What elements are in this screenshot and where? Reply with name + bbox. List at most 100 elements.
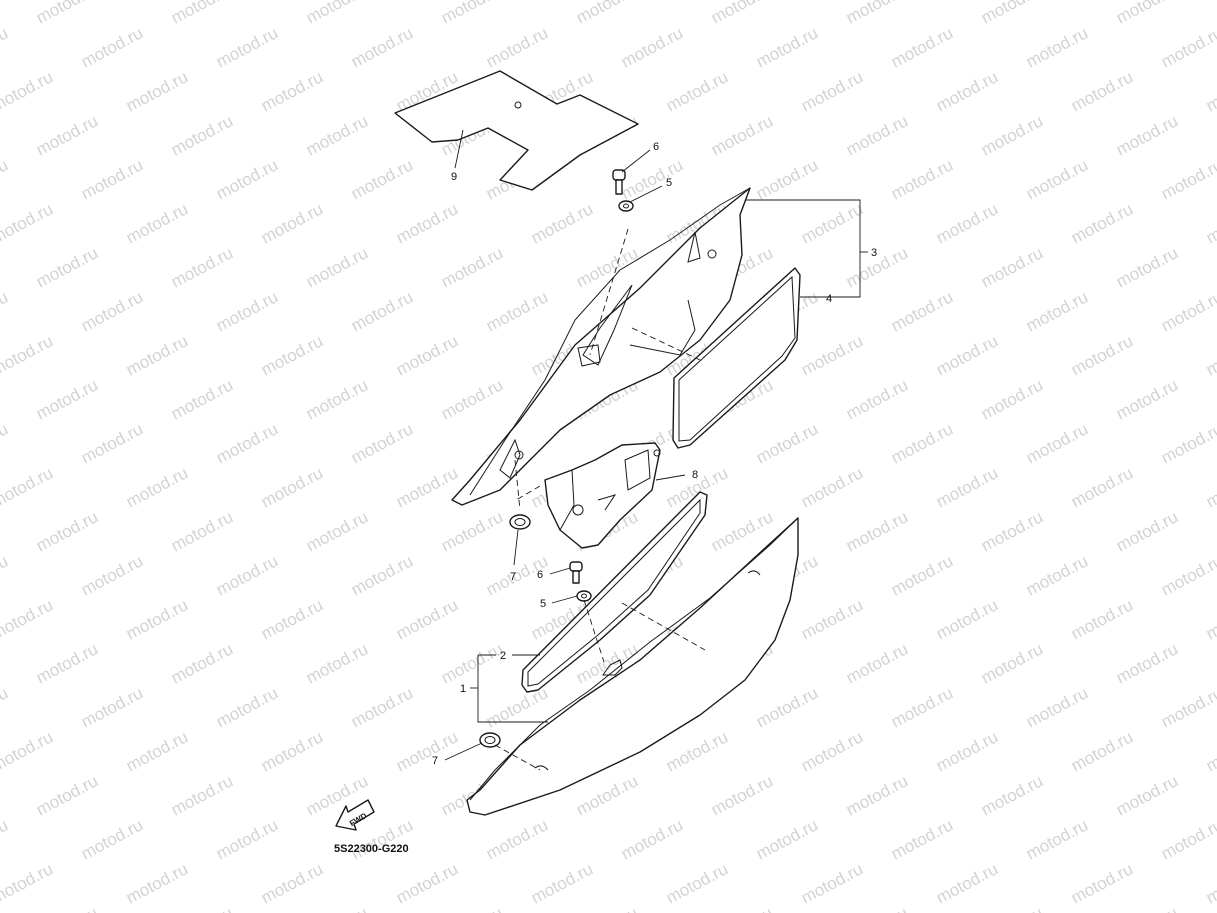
part-3-upper-side-cover[interactable] [451, 187, 751, 506]
watermark-text: motod.ru [978, 375, 1046, 423]
watermark-text: motod.ru [1158, 23, 1217, 71]
watermark-text: motod.ru [258, 331, 326, 379]
watermark-text: motod.ru [1113, 639, 1181, 687]
watermark-text: motod.ru [213, 23, 281, 71]
watermark-text: motod.ru [168, 507, 236, 555]
watermark-text: motod.ru [168, 903, 236, 913]
watermark-text: motod.ru [798, 199, 866, 247]
watermark-text: motod.ru [1203, 67, 1217, 115]
watermark-text: motod.ru [0, 331, 56, 379]
watermark-text: motod.ru [1023, 155, 1091, 203]
watermark-text: motod.ru [1068, 67, 1136, 115]
watermark-text: motod.ru [0, 23, 11, 71]
watermark-text: motod.ru [303, 111, 371, 159]
watermark-text: motod.ru [393, 859, 461, 907]
watermark-text: motod.ru [618, 23, 686, 71]
part-8-bracket[interactable] [544, 442, 661, 549]
watermark-text: motod.ru [978, 0, 1046, 28]
watermark-text: motod.ru [33, 243, 101, 291]
watermark-text: motod.ru [0, 683, 11, 731]
watermark-text: motod.ru [933, 331, 1001, 379]
watermark-text: motod.ru [393, 727, 461, 775]
watermark-text: motod.ru [1203, 595, 1217, 643]
watermark-text: motod.ru [393, 199, 461, 247]
watermark-text: motod.ru [78, 287, 146, 335]
watermark-text: motod.ru [888, 23, 956, 71]
watermark-text: motod.ru [0, 419, 11, 467]
watermark-text: motod.ru [348, 683, 416, 731]
leader-lines [444, 129, 868, 761]
part-5-washer-upper[interactable] [618, 200, 634, 212]
watermark-text: motod.ru [213, 419, 281, 467]
watermark-text: motod.ru [1113, 771, 1181, 819]
watermark-text: motod.ru [348, 23, 416, 71]
watermark-text: motod.ru [753, 155, 821, 203]
watermark-text: motod.ru [168, 0, 236, 28]
callout-3: 3 [871, 247, 877, 259]
callout-4: 4 [826, 293, 832, 305]
callout-6-upper: 6 [653, 141, 659, 153]
callout-2: 2 [500, 650, 506, 662]
watermark-text: motod.ru [258, 859, 326, 907]
watermark-text: motod.ru [1068, 331, 1136, 379]
watermark-text: motod.ru [78, 23, 146, 71]
part-9-sheet[interactable] [394, 70, 639, 191]
watermark-text: motod.ru [843, 507, 911, 555]
watermark-text: motod.ru [1203, 727, 1217, 775]
watermark-text: motod.ru [213, 683, 281, 731]
watermark-text: motod.ru [33, 375, 101, 423]
watermark-text: motod.ru [303, 243, 371, 291]
watermark-text: motod.ru [33, 639, 101, 687]
watermark-text: motod.ru [213, 815, 281, 863]
watermark-text: motod.ru [258, 199, 326, 247]
watermark-text: motod.ru [1113, 243, 1181, 291]
watermark-text: motod.ru [1023, 419, 1091, 467]
watermark-text: motod.ru [168, 111, 236, 159]
watermark-text: motod.ru [1158, 815, 1217, 863]
watermark-text: motod.ru [753, 23, 821, 71]
watermark-text: motod.ru [1023, 551, 1091, 599]
watermark-text: motod.ru [753, 815, 821, 863]
watermark-text: motod.ru [78, 155, 146, 203]
watermark-text: motod.ru [168, 771, 236, 819]
watermark-text: motod.ru [1158, 419, 1217, 467]
part-1-lower-side-cover[interactable] [466, 517, 799, 816]
callout-7-lower: 7 [432, 755, 438, 767]
callouts: 9 6 5 3 4 8 7 6 5 2 1 7 [432, 141, 877, 767]
watermark-text: motod.ru [798, 859, 866, 907]
part-6-screw-lower[interactable] [569, 561, 583, 584]
watermark-text: motod.ru [438, 243, 506, 291]
watermark-text: motod.ru [933, 859, 1001, 907]
watermark-text: motod.ru [438, 507, 506, 555]
watermark-text: motod.ru [708, 771, 776, 819]
part-7-grommet-lower[interactable] [479, 732, 501, 748]
alignment-lines [494, 228, 706, 771]
watermark-text: motod.ru [708, 903, 776, 913]
watermark-text: motod.ru [213, 287, 281, 335]
part-5-washer-lower[interactable] [576, 590, 592, 602]
watermark-text: motod.ru [258, 67, 326, 115]
part-2-lower-panel[interactable] [521, 491, 708, 693]
watermark-text: motod.ru [1113, 375, 1181, 423]
watermark-text: motod.ru [213, 155, 281, 203]
watermark-text: motod.ru [438, 0, 506, 28]
watermark-text: motod.ru [618, 815, 686, 863]
part-6-screw-upper[interactable] [612, 169, 626, 195]
watermark-text: motod.ru [1158, 287, 1217, 335]
callout-1: 1 [460, 683, 466, 695]
watermark-text: motod.ru [933, 199, 1001, 247]
part-7-grommet-upper[interactable] [509, 514, 531, 530]
watermark-text: motod.ru [0, 595, 56, 643]
watermark-text: motod.ru [168, 639, 236, 687]
watermark-text: motod.ru [1203, 331, 1217, 379]
callout-5-lower: 5 [540, 598, 546, 610]
watermark-text: motod.ru [1113, 903, 1181, 913]
watermark-text: motod.ru [978, 639, 1046, 687]
part-4-panel[interactable] [672, 267, 801, 449]
watermark-text: motod.ru [123, 859, 191, 907]
watermark-text: motod.ru [933, 463, 1001, 511]
watermark-text: motod.ru [1158, 683, 1217, 731]
watermark-text: motod.ru [1113, 111, 1181, 159]
watermark-text: motod.ru [438, 375, 506, 423]
